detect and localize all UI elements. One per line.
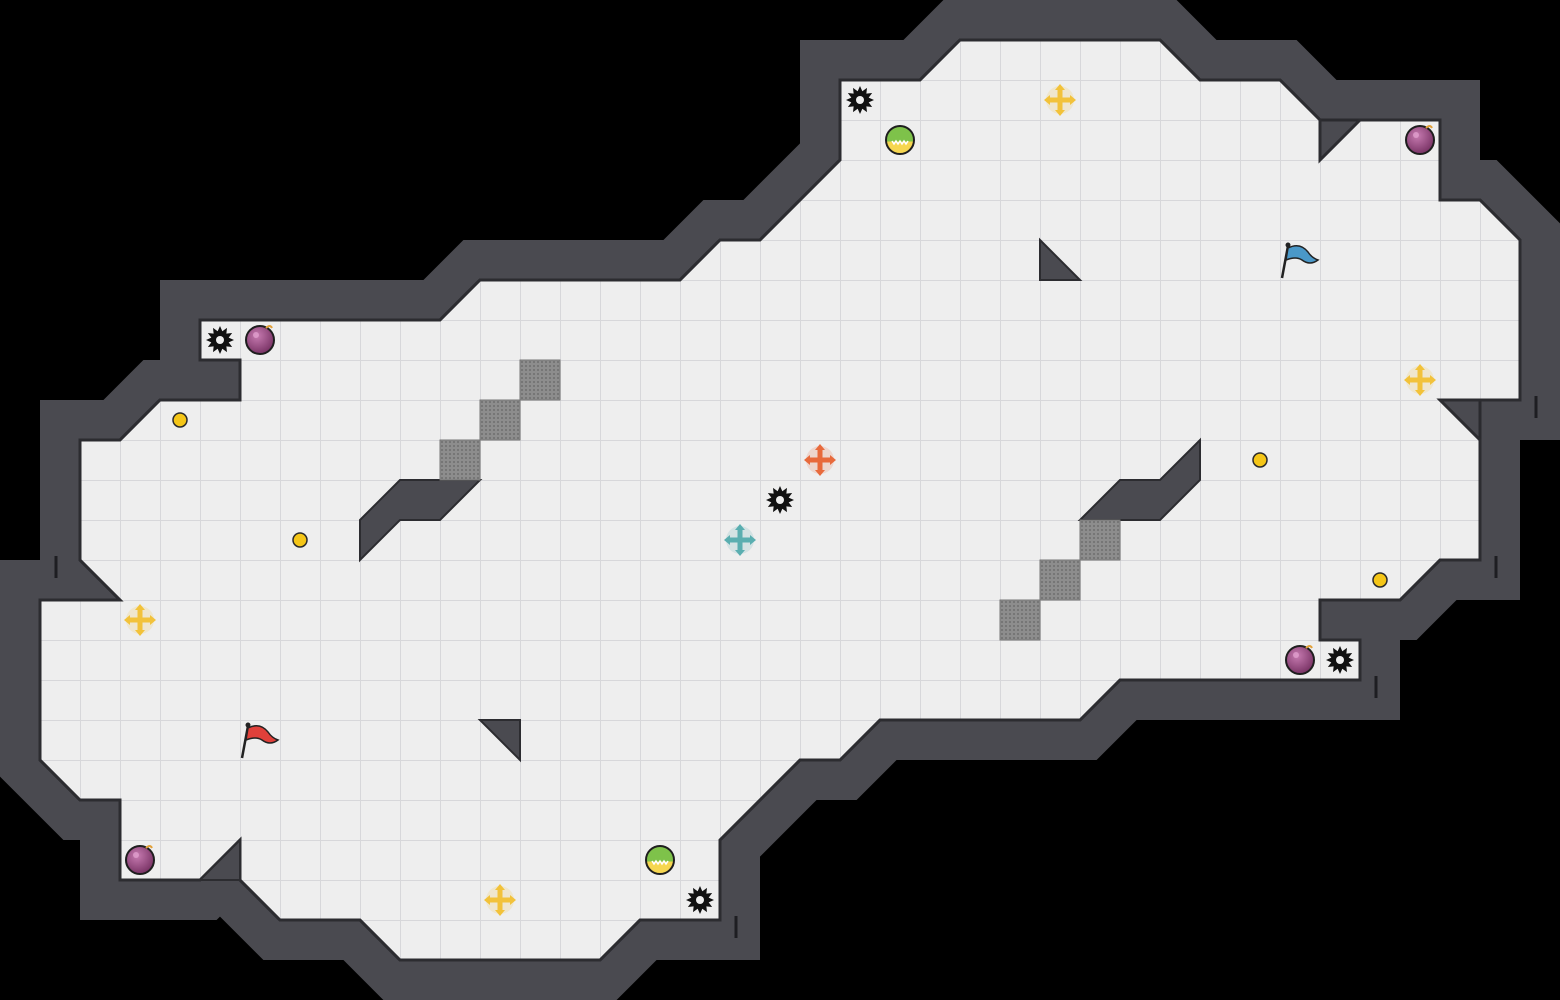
wall-block-left <box>359 479 483 563</box>
spike-icon <box>846 86 874 114</box>
interior-walls <box>197 237 1201 881</box>
boost-icon <box>1044 84 1076 116</box>
gate-tile <box>439 439 481 481</box>
powerup-icon <box>645 845 675 875</box>
bomb-icon <box>1405 125 1435 155</box>
wall-markers <box>54 396 1538 938</box>
powerup-icon <box>885 125 915 155</box>
wall-block-right <box>1077 437 1201 521</box>
gate-tile <box>999 599 1041 641</box>
spike-icon <box>686 886 714 914</box>
blue-flag-icon <box>1280 242 1320 279</box>
spike-icon <box>766 486 794 514</box>
bomb-icon <box>125 845 155 875</box>
boost-icon <box>724 524 756 556</box>
boost-icon <box>804 444 836 476</box>
wall-corner-top <box>1039 237 1083 281</box>
spikes <box>206 86 1354 914</box>
powerups <box>645 125 915 875</box>
boost-icon <box>1404 364 1436 396</box>
button-icon <box>1252 452 1268 468</box>
wall-notch-bl <box>197 837 241 881</box>
gate-tile <box>479 399 521 441</box>
bomb-icon <box>245 325 275 355</box>
spike-icon <box>206 326 234 354</box>
gate-tile <box>1079 519 1121 561</box>
boosts <box>124 84 1436 916</box>
wall-corner-bottom <box>477 719 521 763</box>
button-icon <box>172 412 188 428</box>
red-flag-icon <box>240 722 280 759</box>
buttons <box>172 412 1388 588</box>
bombs <box>125 125 1435 875</box>
boost-icon <box>484 884 516 916</box>
button-icon <box>1372 572 1388 588</box>
spike-icon <box>1326 646 1354 674</box>
boost-icon <box>124 604 156 636</box>
gate-tile <box>519 359 561 401</box>
gate-tile <box>1039 559 1081 601</box>
bomb-icon <box>1285 645 1315 675</box>
gates <box>439 359 1121 641</box>
button-icon <box>292 532 308 548</box>
